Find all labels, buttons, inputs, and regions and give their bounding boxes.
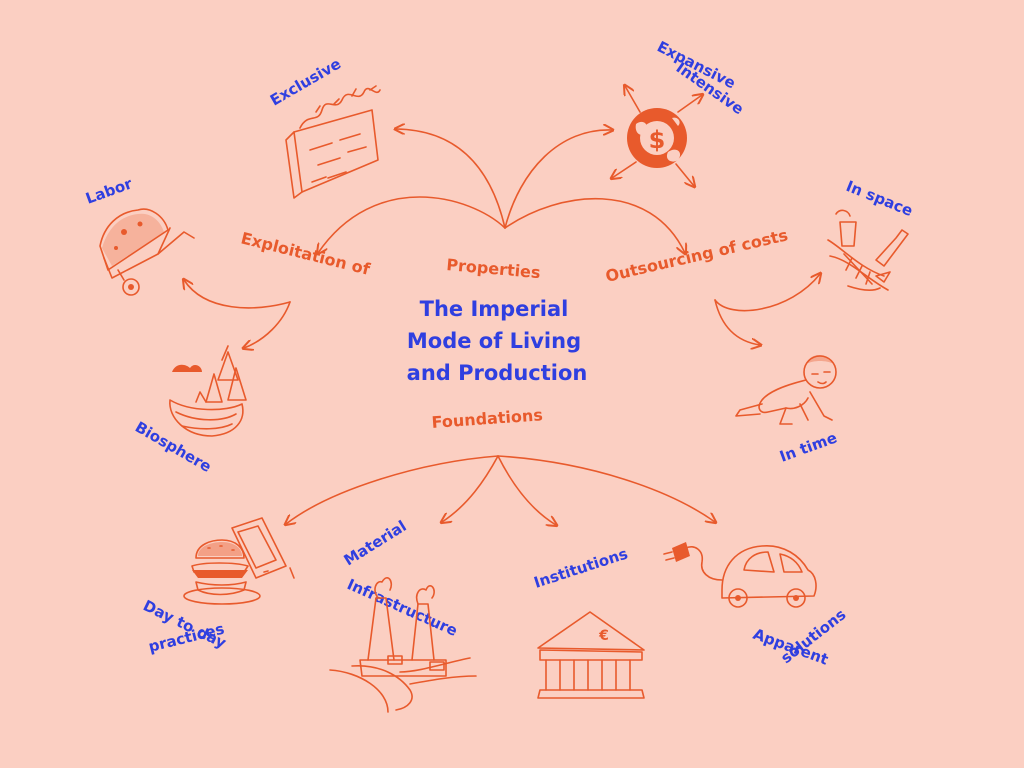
euro-sign-icon: € [598, 628, 609, 644]
branch-outsourcing: Outsourcing of costs [604, 225, 790, 285]
label-material-line-2: Infrastructure [344, 575, 460, 640]
electric-car-icon [663, 542, 817, 608]
arrow-to-labor [184, 280, 291, 309]
dollar-sign-icon: $ [649, 126, 666, 154]
arrow-to-exclusive [396, 129, 506, 229]
crawling-baby-icon [735, 355, 837, 425]
barbed-wall-icon [285, 85, 381, 199]
branch-foundations: Foundations [431, 405, 543, 432]
arrow-to-in-space [714, 274, 820, 312]
globe-dollar-icon: $ [612, 86, 702, 186]
arrow-to-biosphere [244, 301, 291, 348]
label-biosphere: Biosphere [132, 418, 215, 476]
title-line-3: and Production [407, 361, 588, 385]
branch-properties: Properties [446, 255, 542, 282]
litter-bottles-icon [827, 209, 909, 291]
factory-roads-icon [329, 577, 477, 713]
label-exclusive: Exclusive [267, 55, 344, 110]
label-in-time: In time [777, 428, 839, 465]
arrow-to-exploitation [318, 196, 506, 253]
label-institutions: Institutions [532, 545, 630, 592]
title-line-2: Mode of Living [407, 329, 581, 353]
forest-island-icon [169, 345, 247, 437]
arrow-to-outsourcing [504, 198, 685, 253]
bank-building-icon: € [537, 611, 645, 699]
arrow-to-in-time [714, 299, 760, 345]
arrow-to-material [442, 455, 499, 522]
connector-arrows [184, 129, 820, 525]
burger-phone-icon [183, 517, 295, 605]
label-labor: Labor [83, 174, 135, 208]
branch-exploitation: Exploitation of [239, 228, 373, 279]
arrow-to-expansive [504, 130, 612, 229]
wheelbarrow-icon [99, 208, 195, 296]
arrow-to-apparent [497, 455, 715, 522]
arrow-to-institutions [497, 455, 556, 525]
title-line-1: The Imperial [420, 297, 569, 321]
label-material-line-1: Material [341, 517, 410, 569]
central-title: The Imperial Mode of Living and Producti… [407, 297, 588, 385]
label-in-space: In space [844, 177, 916, 220]
arrow-to-day-to-day [286, 455, 499, 524]
